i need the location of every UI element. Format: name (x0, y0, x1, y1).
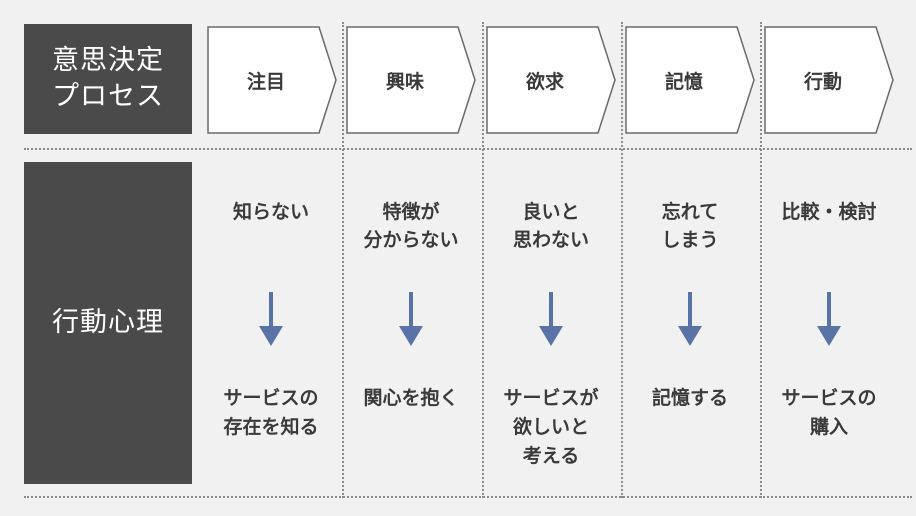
action-text: サービスの 存在を知る (223, 387, 319, 438)
stage-chevron: 注目 (207, 26, 338, 134)
arrow-down-icon (539, 292, 563, 346)
stage-label: 欲求 (525, 70, 564, 93)
psychology-column: 良いと 思わないサービスが 欲しいと 考える (482, 162, 620, 484)
column-separator (342, 22, 344, 498)
stage-chevron: 行動 (764, 26, 895, 134)
column-separator (760, 22, 762, 498)
chevron-shape (625, 26, 755, 134)
psychology-column: 比較・検討サービスの 購入 (760, 162, 898, 484)
chevron-shape (346, 26, 476, 134)
stage-label: 記憶 (664, 70, 703, 93)
arrow-down-icon (399, 292, 423, 346)
column-separator (621, 22, 623, 498)
action-text: サービスの 購入 (781, 387, 877, 438)
decision-process-label: 意思決定 プロセス (24, 24, 192, 134)
action-text: 関心を抱く (363, 387, 459, 409)
stage-chevron: 記憶 (625, 26, 756, 134)
psychology-column: 忘れて しまう記憶する (621, 162, 759, 484)
chevron-shape (207, 26, 337, 134)
column-separator (482, 22, 484, 498)
psychology-column: 知らないサービスの 存在を知る (202, 162, 340, 484)
psychology-column: 特徴が 分からない関心を抱く (342, 162, 480, 484)
stage-label: 行動 (803, 70, 842, 93)
behavioral-psychology-label: 行動心理 (24, 162, 192, 484)
feeling-text: 忘れて しまう (661, 201, 719, 251)
stage-chevron: 興味 (346, 26, 477, 134)
chevron-shape (764, 26, 894, 134)
feeling-text: 比較・検討 (781, 201, 877, 223)
decision-process-label-text: 意思決定 プロセス (52, 45, 164, 112)
chevron-shape (486, 26, 616, 134)
stage-label: 興味 (385, 70, 424, 93)
action-text: サービスが 欲しいと 考える (503, 387, 599, 467)
feeling-text: 良いと 思わない (512, 201, 589, 251)
feeling-text: 知らない (232, 201, 309, 223)
divider-top (24, 148, 912, 150)
arrow-down-icon (817, 292, 841, 346)
stage-chevron: 欲求 (486, 26, 617, 134)
feeling-text: 特徴が 分からない (363, 201, 459, 251)
arrow-down-icon (259, 292, 283, 346)
divider-bottom (24, 496, 912, 498)
behavioral-psychology-label-text: 行動心理 (52, 307, 164, 338)
arrow-down-icon (678, 292, 702, 346)
stage-label: 注目 (246, 70, 285, 93)
action-text: 記憶する (651, 387, 728, 409)
